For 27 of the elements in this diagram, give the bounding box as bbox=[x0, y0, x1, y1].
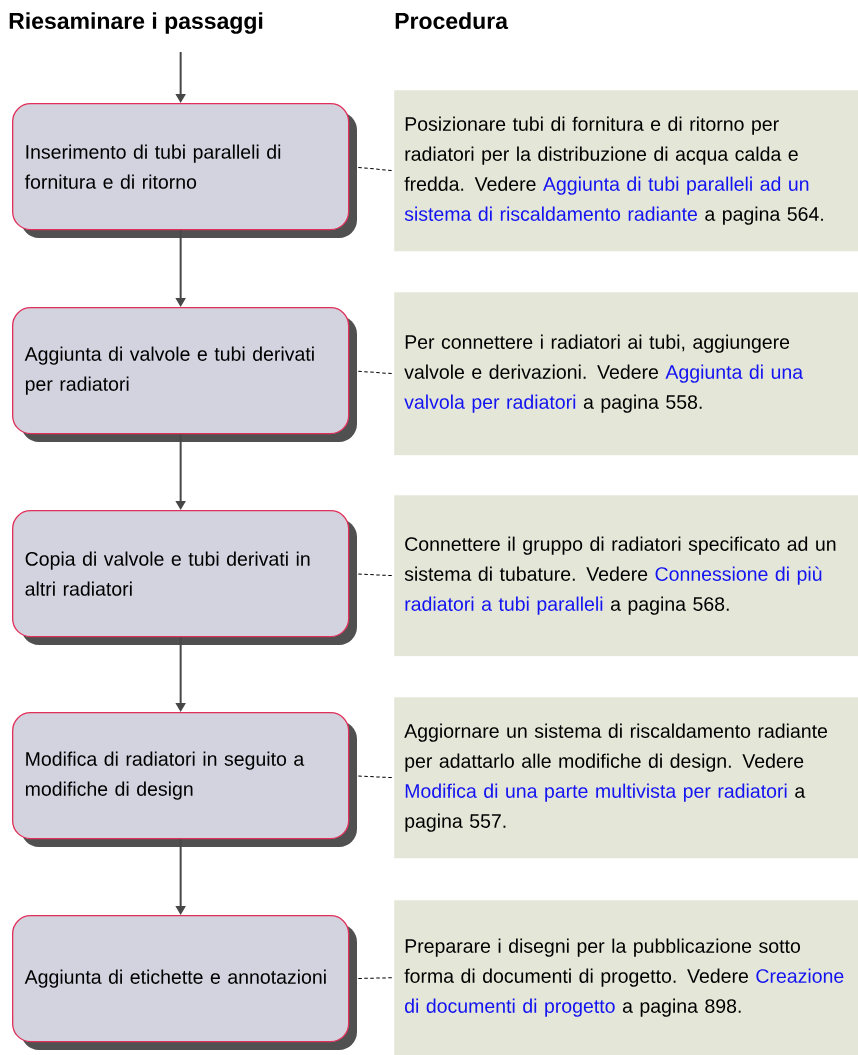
process-box bbox=[12, 307, 357, 442]
process-box bbox=[12, 712, 357, 847]
step-text: Inserimento di tubi paralleli di fornitura e di ritorno bbox=[24, 144, 281, 189]
note-text: Per connettere i radiatori ai tubi, aggiungere valvole e derivazioni. Vedere Aggiunta di una valvola per radiatori a pagina 558. bbox=[404, 334, 804, 413]
process-box bbox=[12, 103, 357, 238]
note-text: Aggiornare un sistema di riscaldamento radiante per adattarlo alle modifiche di design. Vedere Modifica di una parte multivista per radiatori a pagina 557. bbox=[404, 723, 828, 832]
note-panel bbox=[394, 900, 858, 1055]
dashed-connector bbox=[357, 573, 395, 577]
note-panel bbox=[394, 292, 858, 456]
note-panel bbox=[394, 90, 858, 252]
step-text: Aggiunta di etichette e annotazioni bbox=[24, 969, 326, 988]
note-text: Connettere il gruppo di radiatori specificato ad un sistema di tubature. Vedere Connessione di più radiatori a tubi paralleli a pagina 568. bbox=[404, 536, 836, 615]
dashed-connector bbox=[357, 370, 395, 375]
note-panel bbox=[394, 697, 858, 859]
process-box bbox=[12, 510, 357, 645]
process-box bbox=[12, 915, 357, 1050]
column-heading: Riesaminare i passaggi bbox=[9, 12, 263, 34]
note-text: Preparare i disegni per la pubblicazione sotto forma di documenti di progetto. Vedere Creazione di documenti di progetto a pagina 898. bbox=[404, 938, 844, 1017]
column-heading: Procedura bbox=[395, 12, 509, 30]
step-text: Aggiunta di valvole e tubi derivati per radiatori bbox=[24, 346, 314, 395]
dashed-connector bbox=[357, 775, 395, 779]
dashed-connector bbox=[357, 977, 395, 979]
note-text: Posizionare tubi di fornitura e di ritorno per radiatori per la distribuzione di acqua calda e fredda. Vedere Aggiunta di tubi paralleli ad un sistema di riscaldamento radiante a pagina 564. bbox=[404, 116, 823, 225]
step-text: Modifica di radiatori in seguito a modifiche di design bbox=[25, 751, 305, 800]
step-text: Copia di valvole e tubi derivati in altri radiatori bbox=[25, 551, 310, 596]
note-panel bbox=[394, 495, 858, 657]
link: Modifica di una parte multivista per radiatori bbox=[405, 783, 787, 802]
